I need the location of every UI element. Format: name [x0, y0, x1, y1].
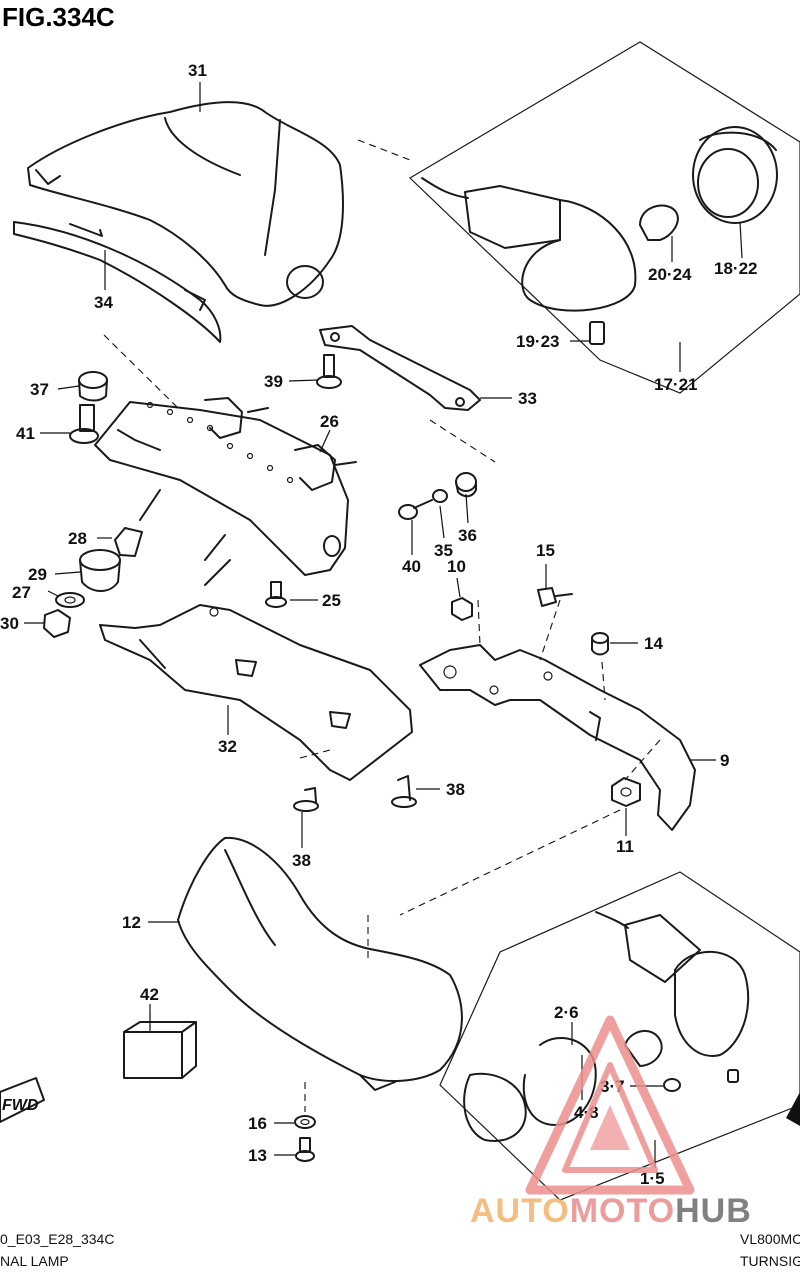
clip-38-b	[293, 787, 319, 812]
turn-signal-front-assembly	[439, 871, 800, 1201]
label-12: 12	[122, 913, 141, 932]
label-26: 26	[320, 412, 339, 431]
trim-strip-34	[13, 221, 222, 343]
cover-12	[177, 836, 463, 1091]
leader-lines	[24, 82, 743, 1168]
label-38-a: 38	[446, 780, 465, 799]
nut-30	[43, 609, 71, 638]
label-41: 41	[16, 424, 35, 443]
assembly-lines	[103, 139, 661, 1112]
label-37: 37	[30, 380, 49, 399]
rear-cover-31	[27, 101, 344, 307]
label-1-5: 1·5	[640, 1169, 665, 1188]
screw-40	[398, 499, 433, 520]
label-36: 36	[458, 526, 477, 545]
label-35: 35	[434, 541, 453, 560]
footer-code: 0_E03_E28_334C	[0, 1231, 114, 1247]
label-17-21: 17·21	[654, 375, 697, 394]
label-10: 10	[447, 557, 466, 576]
label-34: 34	[94, 293, 113, 312]
collar-14	[591, 632, 609, 656]
label-30: 30	[0, 614, 19, 633]
label-32: 32	[218, 737, 237, 756]
washer-27	[55, 592, 85, 608]
fwd-arrow: FWD	[0, 1077, 45, 1123]
lamp-bracket	[94, 397, 357, 586]
nut-10	[451, 597, 473, 621]
bolt-25	[265, 581, 287, 608]
svg-text:AUTOMOTOHUB: AUTOMOTOHUB	[470, 1192, 752, 1230]
footer: 0_E03_E28_334C NAL LAMP VL800MC TURNSIG	[0, 1231, 800, 1269]
label-40: 40	[402, 557, 421, 576]
label-38-b: 38	[292, 851, 311, 870]
label-9: 9	[720, 751, 729, 770]
label-20-24: 20·24	[648, 265, 692, 284]
figure-title: FIG.334C	[2, 2, 115, 32]
nut-11	[611, 777, 641, 807]
fwd-label: FWD	[2, 1097, 39, 1114]
label-25: 25	[322, 591, 341, 610]
label-13: 13	[248, 1146, 267, 1165]
label-15: 15	[536, 541, 555, 560]
label-14: 14	[644, 634, 663, 653]
grommet-29	[79, 549, 121, 592]
watermark-text-auto: AUTO	[470, 1192, 570, 1230]
bracket-9	[419, 644, 696, 831]
spacer-28	[114, 527, 143, 557]
label-31: 31	[188, 61, 207, 80]
screw-39	[316, 354, 342, 389]
watermark-text-moto: MOTO	[570, 1192, 675, 1230]
label-39: 39	[264, 372, 283, 391]
panel-32	[99, 604, 413, 781]
label-19-23: 19·23	[516, 332, 559, 351]
label-11: 11	[616, 837, 634, 856]
stay-33	[319, 325, 481, 411]
label-2-6: 2·6	[554, 1003, 579, 1022]
label-27: 27	[12, 583, 31, 602]
footer-model: VL800MC	[740, 1231, 800, 1247]
bolt-15	[537, 587, 573, 607]
part-labels: 31 34 37 39 41 26 33 28 29 27 30 25 40 3…	[0, 61, 757, 1188]
label-16: 16	[248, 1114, 267, 1133]
label-28: 28	[68, 529, 87, 548]
turn-signal-rear-assembly	[409, 41, 800, 394]
washer-16	[294, 1115, 316, 1129]
clip-38-a	[391, 775, 417, 808]
watermark-logo: AUTOMOTOHUB	[470, 1015, 752, 1230]
bolt-13	[295, 1137, 315, 1162]
grommet-36	[455, 472, 477, 498]
label-33: 33	[518, 389, 537, 408]
screw-41	[69, 404, 99, 444]
washer-35	[432, 489, 448, 503]
label-18-22: 18·22	[714, 259, 757, 278]
relay-42	[123, 1021, 197, 1079]
watermark-text-hub: HUB	[675, 1192, 752, 1230]
footer-title-right: TURNSIG	[740, 1253, 800, 1269]
grommet-37	[78, 371, 108, 402]
edge-arrow	[786, 1092, 800, 1126]
footer-title-left: NAL LAMP	[0, 1253, 69, 1269]
label-29: 29	[28, 565, 47, 584]
label-42: 42	[140, 985, 159, 1004]
